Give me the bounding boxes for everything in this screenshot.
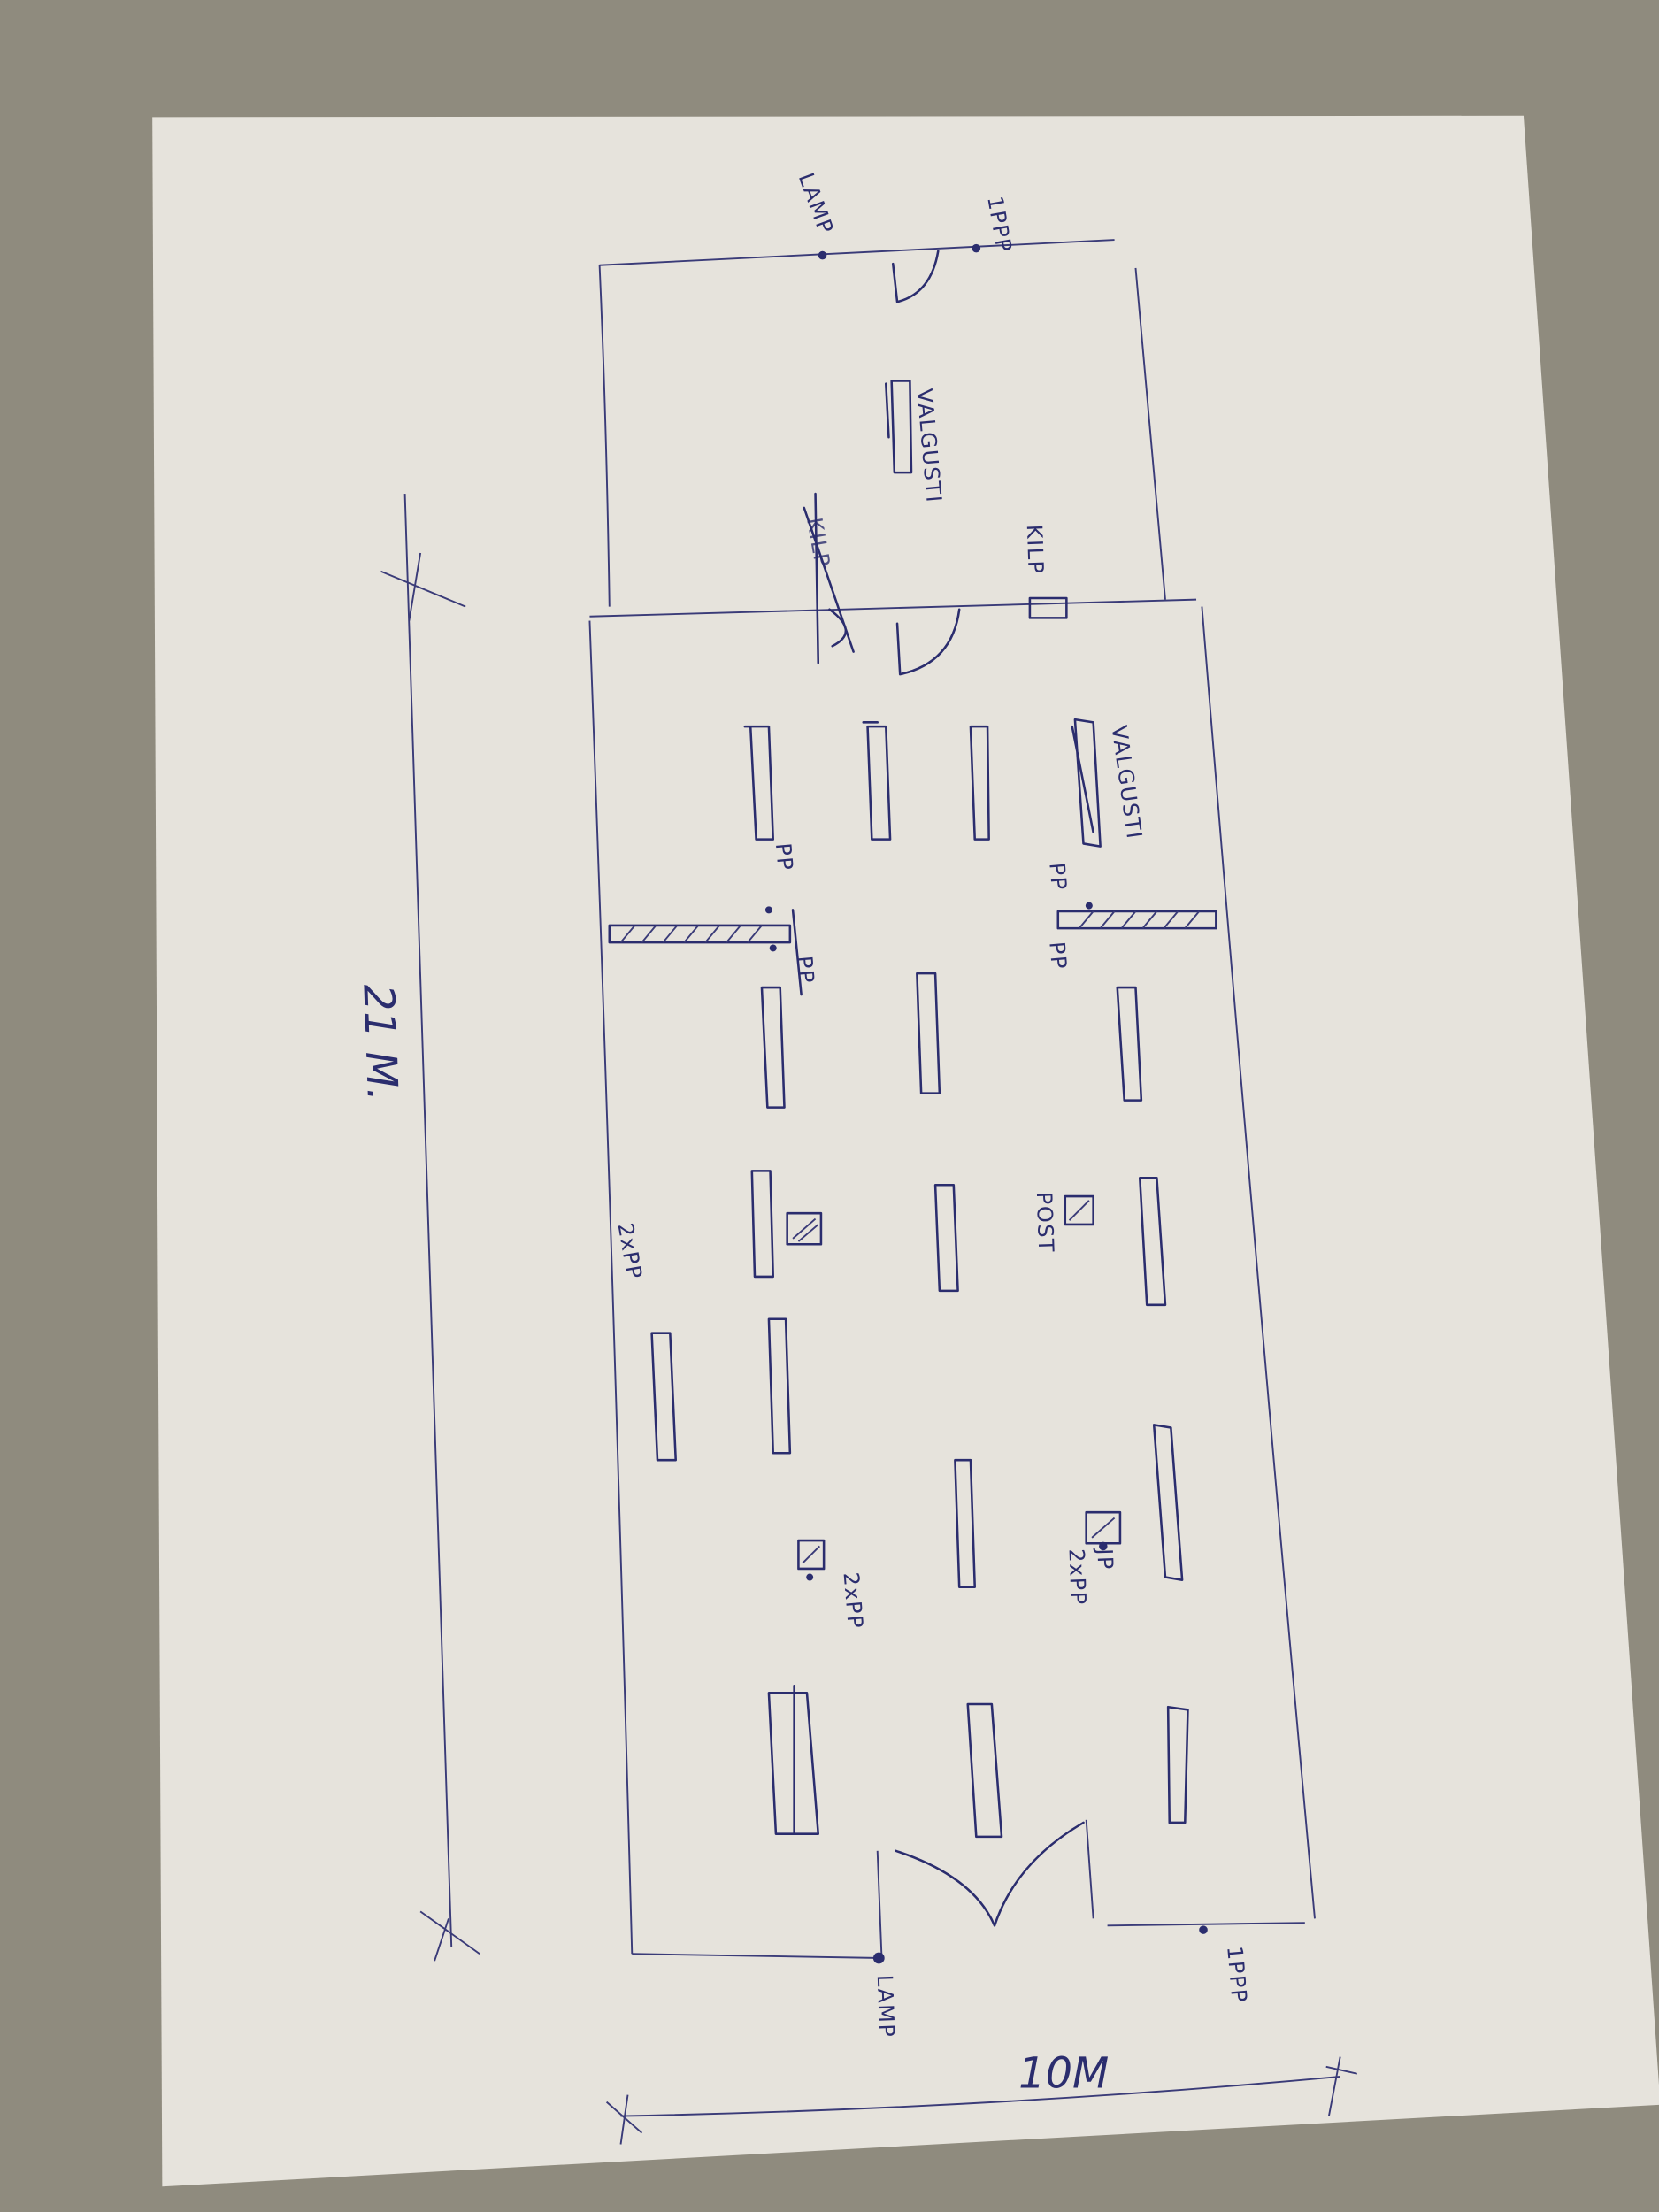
small-room — [598, 239, 1166, 607]
length-dimension-line — [380, 494, 480, 1962]
light-fixture — [969, 725, 990, 841]
two-pp-label-middle: 2xPP — [838, 1571, 868, 1631]
socket-point-top — [972, 243, 981, 253]
electrical-panel-kilp — [1028, 596, 1068, 619]
small-room-right-wall — [1134, 267, 1166, 600]
entrance-jamb-left — [876, 1850, 883, 1959]
door-swing-top — [891, 250, 940, 303]
pp-label: PP — [792, 955, 819, 985]
light-fixture — [862, 721, 892, 841]
door-swing-middle — [895, 608, 961, 676]
width-dimension-line — [605, 2056, 1358, 2145]
light-fixture — [650, 1332, 677, 1462]
partition-wall-left — [608, 909, 803, 996]
light-fixtures — [650, 718, 1189, 1839]
socket-label-bottom: 1PPP — [1222, 1945, 1252, 2004]
crossed-out-door — [803, 492, 855, 664]
main-room-right-wall — [1201, 606, 1316, 1919]
post-square — [786, 1211, 823, 1246]
partition-wall-right — [1056, 910, 1217, 930]
width-dimension-label: 10M — [1018, 2050, 1109, 2099]
socket-point — [769, 944, 777, 952]
socket-point — [1099, 1541, 1108, 1551]
light-fixture — [916, 972, 941, 1094]
post-square — [797, 1539, 826, 1571]
entrance-jamb-right — [1085, 1819, 1094, 1919]
two-pp-label-right: 2xPP — [1064, 1548, 1091, 1607]
socket-point — [764, 906, 772, 914]
small-room-top-wall — [599, 239, 1115, 266]
lamp-point-bottom — [872, 1952, 885, 1964]
post-square — [1064, 1194, 1094, 1226]
jp-label: JP — [1092, 1547, 1118, 1571]
length-dimension-label: 21 M. — [353, 983, 406, 1102]
light-fixture — [767, 1685, 820, 1835]
pp-label: PP — [771, 842, 798, 872]
main-room-left-wall — [588, 620, 634, 1955]
socket-point-bottom — [1199, 1925, 1208, 1934]
light-fixture — [1138, 1177, 1167, 1307]
socket-point — [806, 1573, 814, 1581]
socket-point — [1085, 902, 1093, 910]
pp-label: PP — [1044, 941, 1071, 971]
main-room — [588, 492, 1316, 1959]
light-fixture — [1166, 1705, 1189, 1824]
kilp-label: KILP — [1022, 524, 1048, 575]
light-fixture — [885, 380, 913, 474]
lamp-label-bottom: LAMP — [872, 1974, 899, 2039]
main-room-bottom-wall-left — [632, 1953, 882, 1959]
pp-label: PP — [1044, 862, 1071, 892]
light-fixture — [743, 725, 775, 841]
small-room-left-wall — [598, 265, 611, 607]
light-fixture — [933, 1184, 959, 1293]
light-fixture — [1152, 1424, 1184, 1581]
light-fixture — [750, 1170, 775, 1279]
light-fixture — [954, 1458, 976, 1588]
main-room-bottom-wall-right — [1107, 1922, 1305, 1927]
post-label: POST — [1032, 1191, 1058, 1253]
light-fixture — [1116, 986, 1143, 1102]
paper-sheet — [152, 115, 1659, 2187]
dividing-wall — [589, 598, 1197, 618]
light-fixture — [1071, 718, 1102, 848]
light-fixture — [966, 1702, 1003, 1839]
light-fixture — [767, 1317, 792, 1455]
lamp-point-top — [818, 250, 827, 260]
light-fixture — [760, 986, 786, 1109]
double-door-swing — [895, 1821, 1085, 1927]
